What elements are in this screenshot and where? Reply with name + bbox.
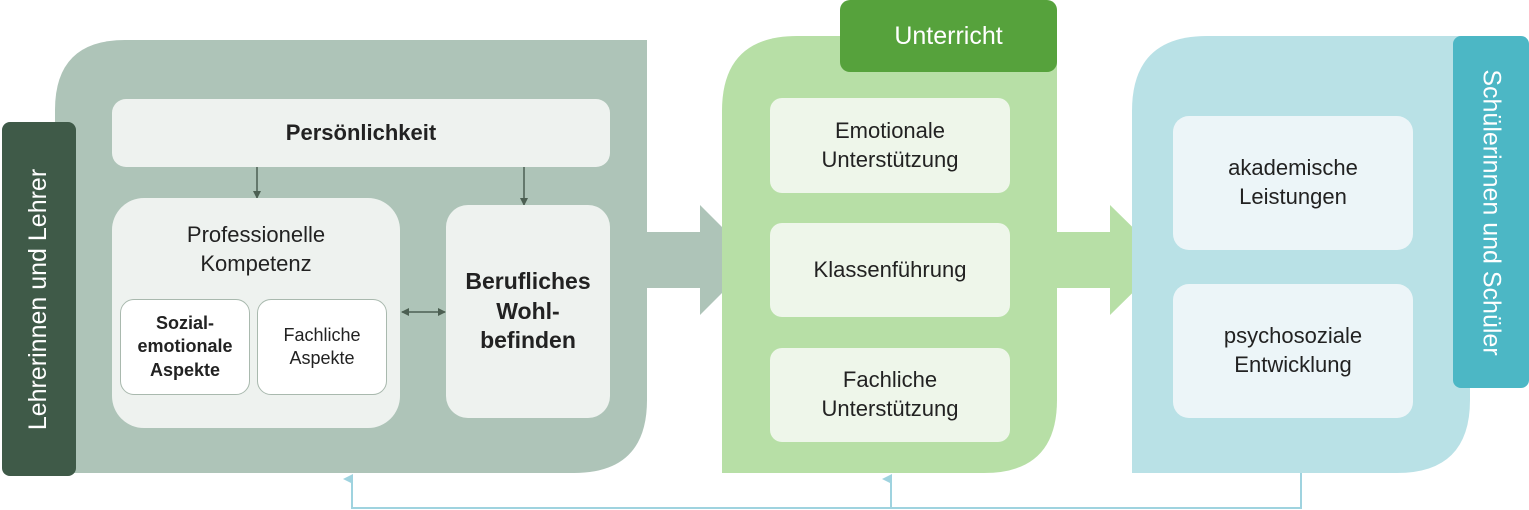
teachers-side-label-text: Lehrerinnen und Lehrer: [24, 168, 53, 430]
student-item-academic-performance: akademische Leistungen: [1173, 116, 1413, 250]
socio-emotional-label: Sozial- emotionale Aspekte: [137, 312, 233, 380]
socio-emotional-box: Sozial- emotionale Aspekte: [120, 299, 250, 395]
teaching-item-subject-support: Fachliche Unterstützung: [770, 348, 1010, 442]
arrow-teaching-to-students: [1055, 205, 1166, 315]
personality-label: Persönlichkeit: [285, 119, 437, 145]
teaching-header-label: Unterricht: [894, 21, 1003, 50]
teaching-item-emotional-support: Emotionale Unterstützung: [770, 98, 1010, 193]
subject-aspects-box: Fachliche Aspekte: [257, 299, 387, 395]
students-side-label: Schülerinnen und Schüler: [1453, 36, 1529, 388]
personality-box: Persönlichkeit: [112, 99, 610, 167]
student-item-label: psychosoziale Entwicklung: [1223, 323, 1363, 377]
students-side-label-text: Schülerinnen und Schüler: [1477, 68, 1506, 356]
student-item-label: akademische Leistungen: [1228, 155, 1358, 209]
wellbeing-label: Berufliches Wohl- befinden: [465, 267, 591, 354]
teaching-header: Unterricht: [840, 0, 1057, 72]
student-item-psychosocial-development: psychosoziale Entwicklung: [1173, 284, 1413, 418]
teachers-side-label: Lehrerinnen und Lehrer: [2, 122, 76, 476]
teaching-item-label: Fachliche Unterstützung: [821, 367, 959, 421]
competence-label: Professionelle Kompetenz: [186, 222, 326, 276]
competence-box: Professionelle Kompetenz Sozial- emotion…: [112, 198, 400, 428]
teaching-item-classroom-management: Klassenführung: [770, 223, 1010, 317]
subject-aspects-label: Fachliche Aspekte: [283, 324, 361, 368]
teaching-item-label: Klassenführung: [813, 256, 967, 282]
feedback-line: [343, 473, 1302, 509]
teaching-item-label: Emotionale Unterstützung: [821, 117, 959, 172]
wellbeing-box: Berufliches Wohl- befinden: [446, 205, 610, 418]
